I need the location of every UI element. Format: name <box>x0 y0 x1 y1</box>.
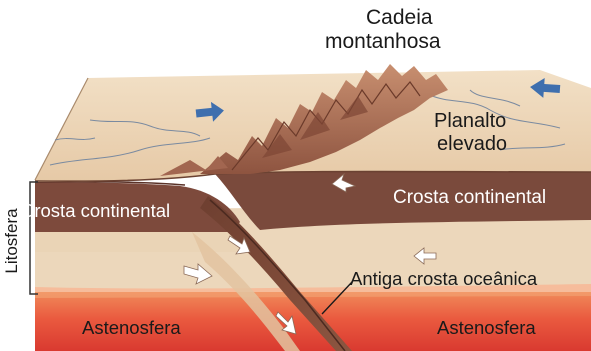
mountain-range-label-line2: montanhosa <box>325 30 441 54</box>
lithosphere-label: Litosfera <box>2 208 22 273</box>
asthenosphere-right-label: Astenosfera <box>437 317 536 339</box>
plateau-label-line2: elevado <box>437 133 507 156</box>
ancient-oceanic-crust-label: Antiga crosta oceânica <box>350 268 537 290</box>
continental-crust-left-label: Crosta continental <box>21 200 170 222</box>
asthenosphere-left-label: Astenosfera <box>82 317 181 339</box>
plateau-label-line1: Planalto <box>434 110 506 133</box>
mountain-range-label-line1: Cadeia <box>366 6 433 30</box>
continental-crust-right-label: Crosta continental <box>393 187 546 209</box>
